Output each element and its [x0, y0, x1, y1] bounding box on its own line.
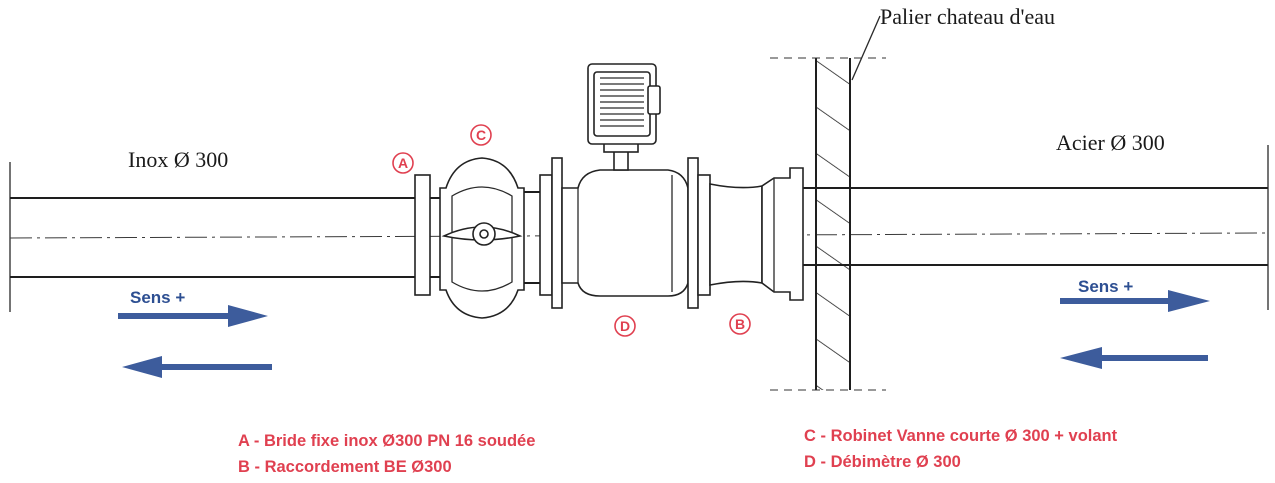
svg-text:D: D — [620, 318, 630, 334]
flange-a — [414, 174, 431, 296]
flowmeter — [539, 63, 711, 309]
svg-text:B: B — [735, 316, 745, 332]
inox-label: Inox Ø 300 — [128, 147, 228, 172]
acier-label: Acier Ø 300 — [1056, 130, 1165, 155]
flow-arrow-right-left — [118, 305, 268, 327]
acier-pipe — [800, 145, 1269, 310]
marker-a: A — [392, 152, 414, 174]
legend-item-b: B - Raccordement BE Ø300 — [238, 458, 452, 476]
inox-pipe — [9, 162, 415, 312]
marker-d: D — [614, 315, 636, 337]
flow-arrow-left-left — [122, 356, 272, 378]
flow-arrow-right-right — [1060, 290, 1210, 312]
sens-label-left: Sens + — [130, 288, 185, 307]
legend-item-d: D - Débimètre Ø 300 — [804, 453, 961, 471]
flow-arrow-left-right — [1060, 347, 1208, 369]
transmitter-head — [587, 63, 661, 145]
marker-c: C — [470, 124, 492, 146]
support-label: Palier chateau d'eau — [880, 4, 1055, 29]
legend-item-c: C - Robinet Vanne courte Ø 300 + volant — [804, 427, 1118, 445]
svg-text:C: C — [476, 127, 486, 143]
marker-b: B — [729, 313, 751, 335]
support-leader — [851, 15, 881, 81]
svg-text:A: A — [398, 155, 408, 171]
gate-valve — [439, 157, 525, 319]
legend-item-a: A - Bride fixe inox Ø300 PN 16 soudée — [238, 432, 535, 450]
reducer-b — [709, 167, 804, 301]
sens-label-right: Sens + — [1078, 277, 1133, 296]
wall-support — [770, 57, 886, 391]
